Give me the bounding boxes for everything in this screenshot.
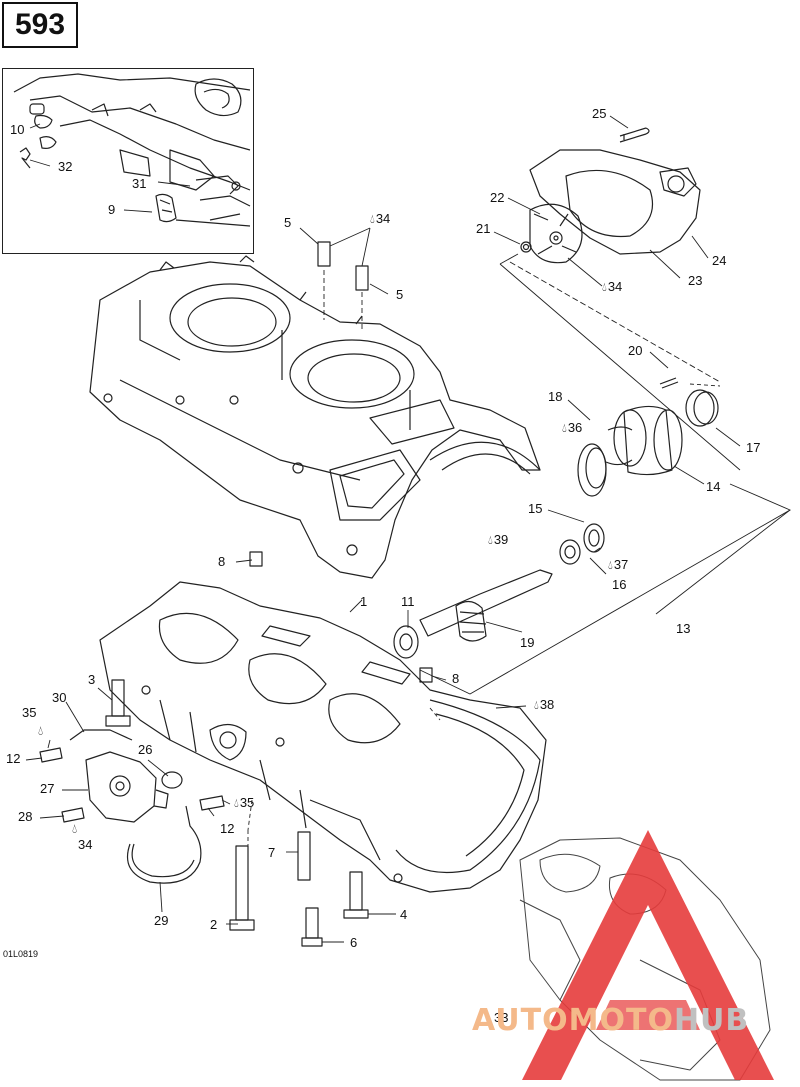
callout-34-top: 💧︎34	[370, 211, 391, 227]
callout-10: 10	[10, 122, 25, 137]
callout-22: 22	[490, 190, 505, 205]
callout-30: 30	[52, 690, 67, 705]
callout-17: 17	[746, 440, 761, 455]
callout-18: 18	[548, 389, 563, 404]
callout-25: 25	[592, 106, 607, 121]
callout-12-left: 12	[6, 751, 21, 766]
callout-20: 20	[628, 343, 643, 358]
callout-34-bottom: 34	[78, 837, 93, 852]
callout-37: 💧︎37	[608, 557, 629, 573]
callout-34-pump: 💧︎34	[602, 279, 623, 295]
callout-23: 23	[688, 273, 703, 288]
oil-pump-drawing	[39, 241, 433, 947]
callout-24: 24	[712, 253, 727, 268]
watermark-part-2: HUB	[673, 1003, 750, 1038]
callout-32: 32	[58, 159, 73, 174]
callout-5-bottom: 5	[396, 287, 404, 302]
oil-drop-icon: 💧︎	[488, 533, 493, 547]
callout-5-top: 5	[284, 215, 292, 230]
callout-8-bottom: 8	[452, 671, 460, 686]
upper-crankcase-drawing	[89, 255, 541, 579]
oil-drop-icon-34-bottom: 💧︎	[72, 821, 78, 836]
watermark-text: AUTOMOTOHUB	[472, 1003, 749, 1038]
callout-7: 7	[268, 845, 276, 860]
callout-21: 21	[476, 221, 491, 236]
callout-35-left: 35	[22, 705, 37, 720]
water-pump-drawing	[520, 127, 701, 264]
callout-6: 6	[350, 935, 358, 950]
callout-16: 16	[612, 577, 627, 592]
callout-4: 4	[400, 907, 408, 922]
oil-drop-icon: 💧︎	[370, 212, 375, 226]
callout-33: 33	[494, 1010, 509, 1025]
page-number: 593	[14, 8, 66, 41]
callout-31: 31	[132, 176, 147, 191]
callout-11: 11	[401, 594, 415, 609]
callout-2: 2	[210, 917, 218, 932]
leader-lines	[25, 115, 792, 943]
oil-drop-icon-35-left: 💧︎	[38, 723, 44, 738]
callout-29: 29	[154, 913, 169, 928]
callout-38: 💧︎38	[534, 697, 555, 713]
lower-crankcase-drawing	[99, 581, 547, 893]
callout-13: 13	[676, 621, 691, 636]
callout-15: 15	[528, 501, 543, 516]
watermark-part-1: AUTOMOTO	[472, 1003, 674, 1038]
callout-12-right: 12	[220, 821, 235, 836]
callout-19: 19	[520, 635, 535, 650]
callout-36: 💧︎36	[562, 420, 583, 436]
callout-9: 9	[108, 202, 116, 217]
callout-1: 1	[360, 594, 368, 609]
callout-27: 27	[40, 781, 55, 796]
oil-drop-icon: 💧︎	[602, 280, 607, 294]
figure-code: 01L0819	[3, 949, 39, 959]
inset-detail-frame	[2, 68, 254, 254]
oil-drop-icon: 💧︎	[608, 558, 613, 572]
oil-drop-icon: 💧︎	[234, 796, 239, 810]
oil-drop-icon: 💧︎	[534, 698, 539, 712]
oil-drop-icon: 💧︎	[562, 421, 567, 435]
callout-14: 14	[706, 479, 721, 494]
callout-8-top: 8	[218, 554, 226, 569]
callout-35-right: 💧︎35	[234, 795, 255, 811]
callout-3: 3	[88, 672, 96, 687]
callout-26: 26	[138, 742, 153, 757]
rotary-valve-parts-drawing	[393, 377, 719, 659]
callout-39: 💧︎39	[488, 532, 509, 548]
watermark-triangle	[522, 830, 774, 1080]
page-number-box: 593	[2, 2, 78, 48]
callout-28: 28	[18, 809, 33, 824]
inset-detail-drawing	[13, 73, 251, 227]
